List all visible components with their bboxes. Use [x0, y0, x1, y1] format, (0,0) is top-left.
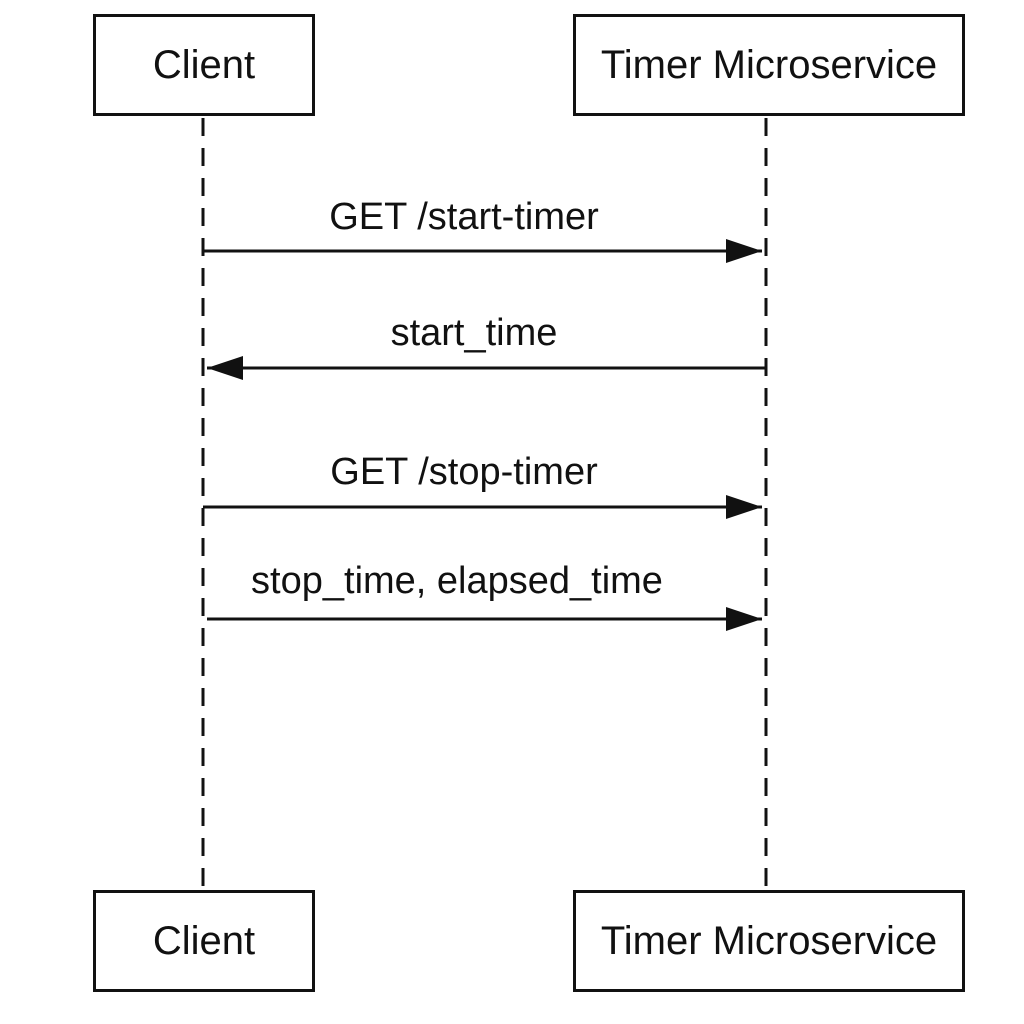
timer-actor-bottom: Timer Microservice: [573, 890, 965, 992]
message-label-start-timer: GET /start-timer: [329, 196, 599, 238]
client-actor-top-label: Client: [152, 42, 256, 87]
timer-actor-top: Timer Microservice: [573, 14, 965, 116]
timer-actor-top-label: Timer Microservice: [600, 42, 938, 87]
client-actor-top: Client: [93, 14, 315, 116]
message-label-start-time: start_time: [390, 312, 558, 354]
message-label-stop-elapsed: stop_time, elapsed_time: [251, 560, 663, 602]
message-label-stop-timer: GET /stop-timer: [330, 451, 598, 493]
client-actor-bottom: Client: [93, 890, 315, 992]
client-actor-bottom-label: Client: [152, 918, 256, 963]
timer-actor-bottom-label: Timer Microservice: [600, 918, 938, 963]
